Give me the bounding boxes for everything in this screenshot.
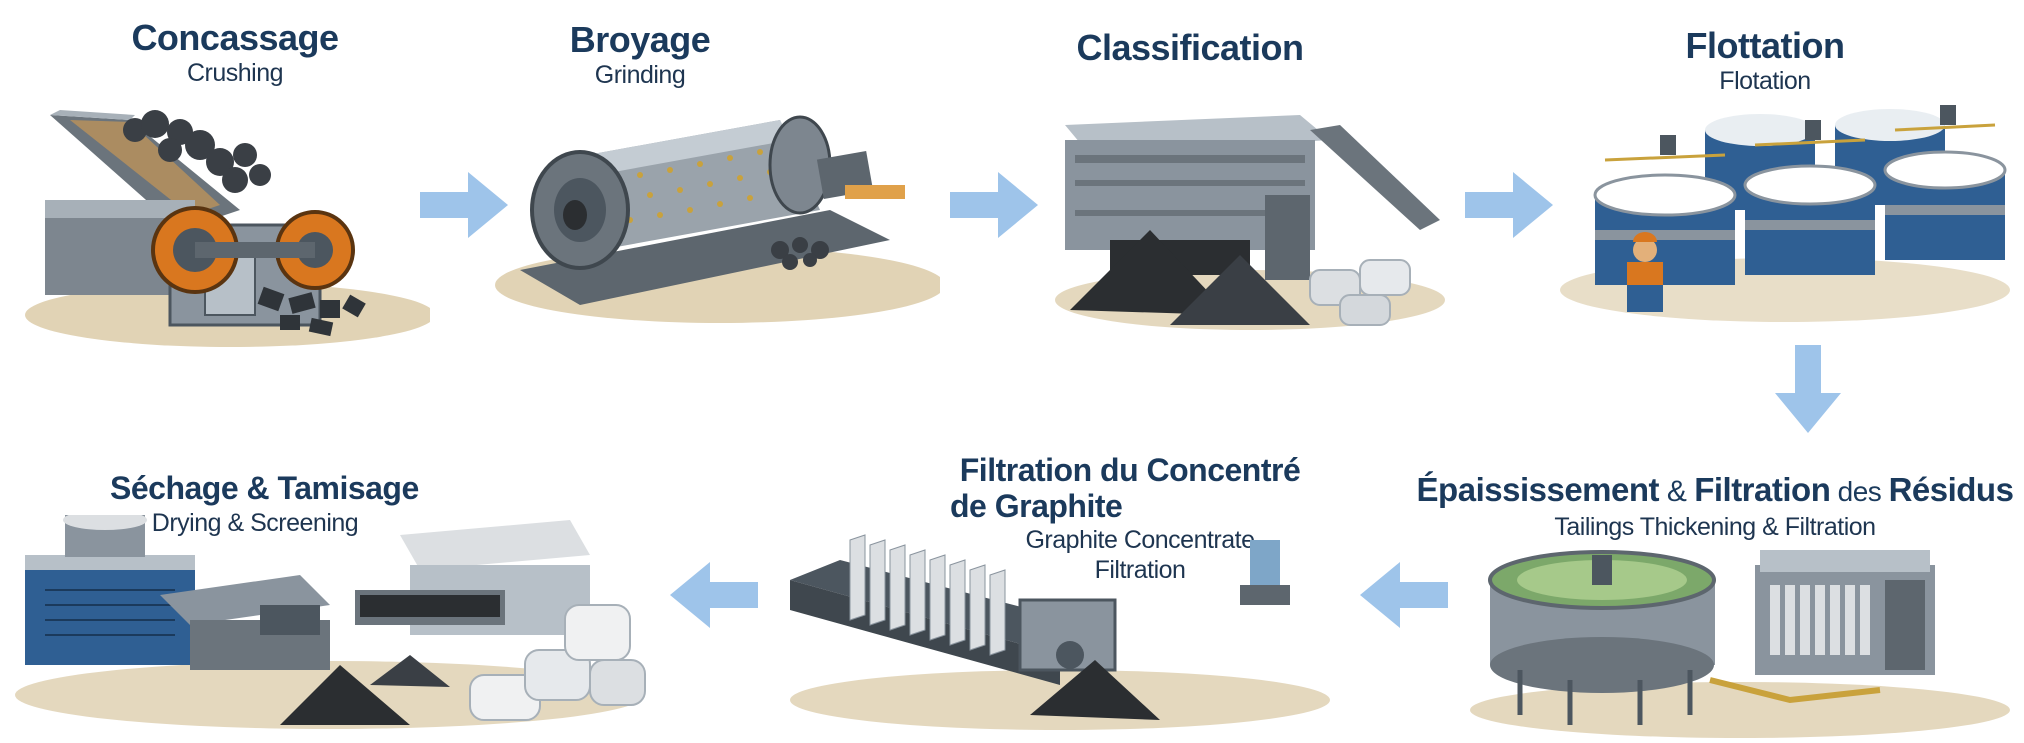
stage-title-en: Drying & Screening [151,509,359,537]
stage-title-fr: Filtration du Concentré [959,452,1301,488]
dryer-screen-icon [10,515,660,735]
stage-title-fr: Classification [1076,27,1304,68]
stage-title-fr-amp: & [1659,475,1695,508]
stage-title-en: Tailings Thickening & Filtration [1554,513,1876,541]
flotation-cells-icon [1555,100,2015,330]
stage-title-en: Grinding [594,61,686,89]
ball-mill-icon [480,100,940,330]
flow-arrow-right-icon [950,170,1040,240]
stage-title-tailings: Épaississement & Filtration des Résidus … [1415,470,2015,542]
stage-title-fr: Séchage & Tamisage [110,470,419,506]
stage-title-fr: de Graphite [950,488,1123,524]
flow-arrow-left-icon [670,560,760,630]
stage-title-crushing: Concassage Crushing [105,18,365,88]
stage-title-fr: Broyage [569,19,711,60]
stage-subtitle-concentrate-filtration: Graphite Concentrate Filtration [1015,525,1265,585]
filter-press-icon [780,520,1340,735]
stage-title-fr-part: Résidus [1888,471,2014,508]
flow-arrow-right-icon [420,170,510,240]
stage-title-classification: Classification [1050,28,1330,68]
stage-title-fr: Flottation [1685,25,1845,66]
stage-title-en: Graphite Concentrate [1025,526,1255,554]
stage-title-fr-part: Épaississement [1416,471,1660,508]
flow-arrow-down-icon [1773,345,1843,435]
stage-title-fr-des: des [1830,476,1889,507]
stage-title-fr: Épaississement & Filtration des Résidus [1415,470,2015,512]
stage-title-en: Filtration [1094,556,1186,584]
stage-title-concentrate-filtration: Filtration du Concentré de Graphite [930,452,1330,524]
stage-title-drying: Séchage & Tamisage Drying & Screening [110,468,419,538]
flow-arrow-left-icon [1360,560,1450,630]
stage-title-fr: Concassage [131,17,339,58]
stage-title-grinding: Broyage Grinding [510,20,770,90]
stage-title-en: Crushing [186,59,284,87]
flow-arrow-right-icon [1465,170,1555,240]
thickener-filter-icon [1460,550,2015,740]
stage-title-fr-part: Filtration [1694,471,1831,508]
jaw-crusher-icon [10,100,430,350]
stage-title-flotation: Flottation Flotation [1640,26,1890,96]
classifier-icon [1050,100,1470,340]
stage-title-en: Flotation [1719,67,1811,95]
